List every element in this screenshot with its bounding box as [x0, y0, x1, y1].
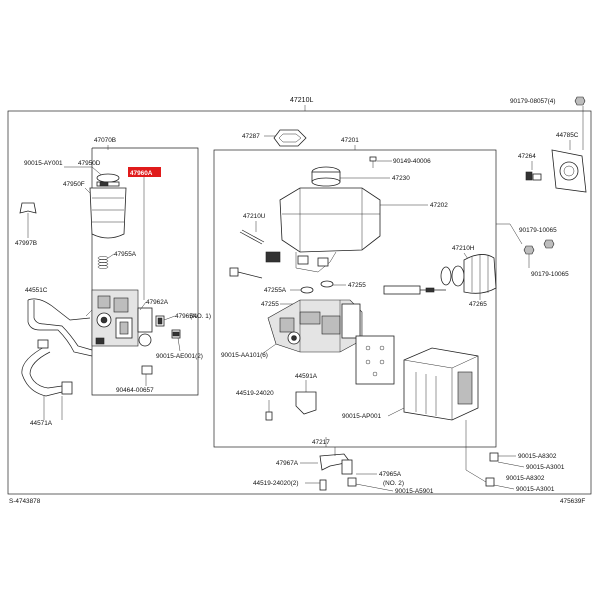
bolt-icon-2: [265, 400, 273, 421]
push-rod: [383, 285, 446, 295]
wire-harness: [239, 229, 265, 245]
outer-frame: [7, 110, 592, 495]
master-cylinder-body: [267, 299, 363, 353]
label-44571A: 44571A: [30, 420, 53, 427]
label-90015-A8302-1: 90015-A8302: [518, 453, 557, 460]
nut-icon: [574, 96, 586, 106]
fitting-icon: [155, 315, 165, 327]
bracket-icon: [295, 391, 317, 415]
label-47255-2: 47255: [261, 301, 279, 308]
brake-hose-lower: [21, 339, 73, 397]
label-47210L: 47210L: [290, 97, 313, 104]
label-90179-10065-1: 90179-10065: [519, 227, 557, 234]
label-90015-AP001: 90015-AP001: [342, 413, 382, 420]
union-fitting: [341, 459, 357, 487]
label-no2: (NO. 2): [383, 480, 404, 487]
diagram-code-left: S-4743878: [9, 498, 41, 505]
label-44551C: 44551C: [25, 287, 48, 294]
svg-text:47960A: 47960A: [130, 170, 153, 177]
label-47950F: 47950F: [63, 181, 85, 188]
bolt-icon-3: [489, 452, 499, 462]
label-47955A: 47955A: [114, 251, 137, 258]
bolt-icon: [171, 329, 181, 339]
oring-icon-1: [320, 280, 334, 288]
label-47210U: 47210U: [243, 213, 266, 220]
mounting-gasket: [551, 149, 587, 193]
clip-icon: [19, 202, 37, 214]
reservoir-canister: [89, 173, 127, 239]
bolt-icon-4: [485, 477, 495, 487]
diagram-code-right: 475639F: [560, 498, 585, 505]
nut-icon-2: [543, 239, 555, 249]
label-90015-A3001-1: 90015-A3001: [526, 464, 565, 471]
label-44785C: 44785C: [556, 132, 579, 139]
label-90149-40006: 90149-40006: [393, 158, 431, 165]
screw-icon: [369, 156, 377, 168]
label-47210H: 47210H: [452, 245, 475, 252]
pin-icon: [525, 171, 542, 181]
nut-icon-3: [523, 245, 535, 255]
label-44591A: 44591A: [295, 373, 318, 380]
label-47230: 47230: [392, 175, 410, 182]
clamp-icon: [141, 365, 153, 375]
label-47255-1: 47255: [348, 282, 366, 289]
label-90015-A3001-2: 90015-A3001: [516, 486, 555, 493]
label-47287: 47287: [242, 133, 260, 140]
label-no1: (NO. 1): [190, 313, 211, 320]
label-47965A-1: 47965A: [175, 313, 198, 320]
label-90015-AY001: 90015-AY001: [24, 160, 63, 167]
label-47997B: 47997B: [15, 240, 37, 247]
label-47967A: 47967A: [276, 460, 299, 467]
brake-fluid-reservoir: [265, 187, 381, 273]
pump-motor-unit: [403, 347, 479, 421]
oring-icon-2: [300, 286, 314, 294]
label-44519-24020-2: 44519-24020(2): [253, 480, 298, 487]
label-90015-AA101: 90015-AA101(6): [221, 352, 268, 359]
label-47965A-2: 47965A: [379, 471, 402, 478]
boot-seal: [440, 254, 497, 294]
label-47201: 47201: [341, 137, 359, 144]
tube-clip: [319, 453, 351, 471]
spring-icon: [97, 256, 109, 269]
label-47962A: 47962A: [146, 299, 169, 306]
reservoir-cap: [311, 166, 341, 187]
mount-bolt: [229, 267, 263, 279]
actuator-body: [85, 289, 153, 347]
label-47265: 47265: [469, 301, 487, 308]
label-90015-AE001: 90015-AE001(2): [156, 353, 203, 360]
bolt-icon-5: [319, 479, 327, 491]
label-47255A: 47255A: [264, 287, 287, 294]
label-47070B: 47070B: [94, 137, 116, 144]
highlighted-label-47960A: 47960A: [128, 167, 161, 177]
label-90015-A8302-2: 90015-A8302: [506, 475, 545, 482]
label-47950D: 47950D: [78, 160, 101, 167]
label-47264: 47264: [518, 153, 536, 160]
label-44519-24020-1: 44519-24020: [236, 390, 274, 397]
label-47217: 47217: [312, 439, 330, 446]
brake-pipe-upper: [27, 298, 93, 357]
label-90179-10065-2: 90179-10065: [531, 271, 569, 278]
label-90015-A5901: 90015-A5901: [395, 488, 434, 495]
gasket-icon: [273, 129, 307, 147]
label-47202: 47202: [430, 202, 448, 209]
valve-plate: [355, 335, 395, 385]
label-90464-00657: 90464-00657: [116, 387, 154, 394]
label-90179-08057: 90179-08057(4): [510, 98, 555, 105]
